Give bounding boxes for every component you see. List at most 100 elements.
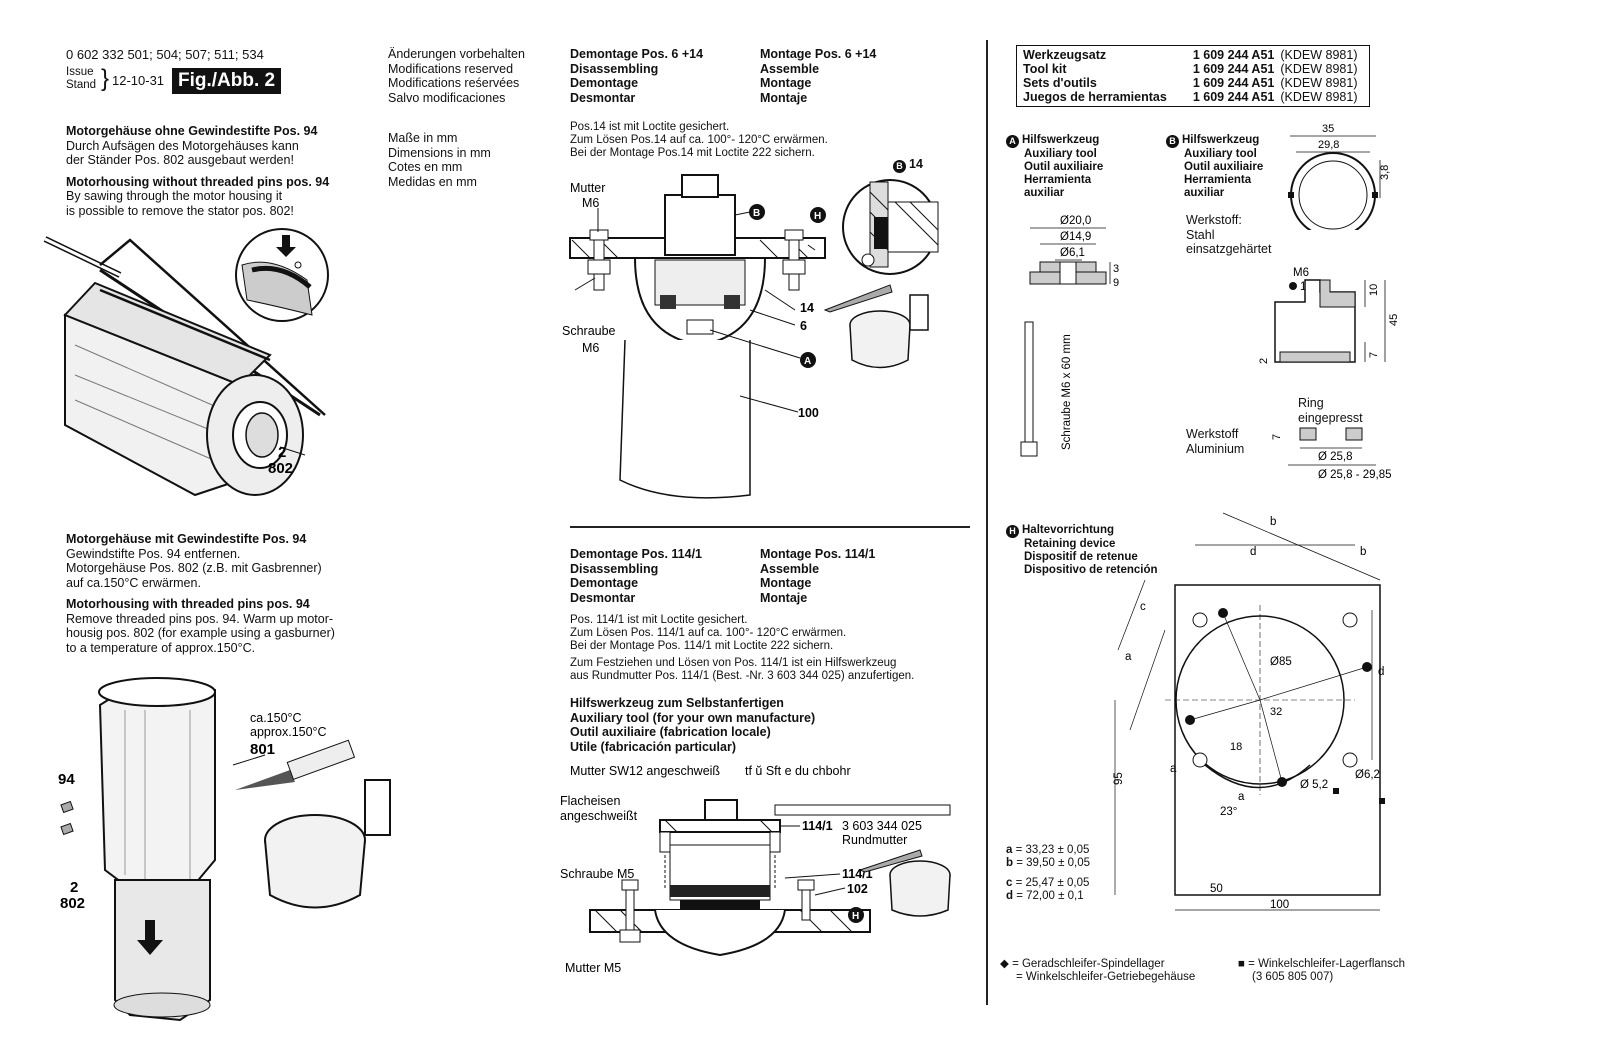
dim-ring-7: 7 — [1271, 434, 1283, 440]
temp-label-en: approx.150°C — [250, 725, 327, 739]
dim-3-8: 3,8 — [1379, 165, 1390, 180]
section-d-montage-head: Montage Pos. 114/1 Assemble Montage Mont… — [760, 547, 876, 605]
saw-motorhousing-illustration: 2 802 — [43, 236, 326, 497]
callout-14: 14 — [800, 301, 814, 315]
issue-brace: } — [101, 65, 110, 92]
dim-35: 35 — [1322, 123, 1334, 135]
label-screw-m6: Schraube M6 x 60 mm — [1061, 334, 1073, 450]
tool-b-aluminium-label: Werkstoff Aluminium — [1186, 427, 1245, 456]
section-a-text: Motorgehäuse ohne Gewindestifte Pos. 94 … — [66, 124, 330, 218]
dim-d14-9: Ø14,9 — [1060, 231, 1091, 243]
page-divider — [986, 40, 988, 1005]
callout-802: 802 — [268, 460, 293, 477]
label-schraube-m5: Schraube M5 — [560, 867, 634, 881]
tool-a-drawing: Ø20,0 Ø14,9 Ø6,1 3 9 Schraube M6 x 60 mm — [1020, 215, 1119, 457]
dim-h9: 9 — [1113, 277, 1119, 289]
tool-b-ring: 7 Ø 25,8 Ø 25,8 - 29,85 — [1271, 427, 1392, 481]
dim-b-2: b — [1360, 546, 1366, 558]
dim-2: 2 — [1258, 358, 1270, 364]
callout-802: 802 — [60, 895, 85, 912]
dim-h3: 3 — [1113, 263, 1119, 275]
badge-b: B — [753, 208, 760, 219]
diamond-icon: ◆ — [1000, 958, 1009, 970]
label-m6-b: M6 — [582, 341, 599, 355]
section-d-demontage-head: Demontage Pos. 114/1 Disassembling Demon… — [570, 547, 703, 605]
dim-m6: M6 — [1293, 267, 1309, 279]
badge-h-lower: H — [852, 911, 859, 922]
callout-6: 6 — [800, 319, 807, 333]
pos-6-14-assembly-drawing: Mutter M6 Schraube M6 B H 14 6 A 100 — [562, 174, 929, 499]
label-stift: tf ŭ Sft e du chbohr — [745, 764, 851, 778]
badge-a: A — [804, 356, 811, 367]
callout-2: 2 — [70, 879, 78, 896]
dim-d6-1: Ø6,1 — [1060, 247, 1085, 259]
square-icon: ■ — [1238, 958, 1245, 970]
tool-h-values: a = 33,23 ± 0,05 b = 39,50 ± 0,05 c = 25… — [1006, 844, 1091, 902]
issue-date: 12-10-31 — [112, 73, 165, 88]
label-m6: M6 — [582, 196, 599, 210]
tool-b-ring-label: Ring eingepresst — [1298, 396, 1363, 425]
part-numbers: 0 602 332 501; 504; 507; 511; 534 — [66, 47, 264, 62]
dim-d20: Ø20,0 — [1060, 215, 1091, 227]
dim-d-2: d — [1378, 666, 1384, 678]
tool-h-legend-square: ■ = Winkelschleifer-Lagerflansch (3 605 … — [1238, 958, 1406, 983]
callout-114-1: 114/1 — [802, 819, 833, 833]
dim-d5-2: Ø 5,2 — [1300, 779, 1328, 791]
tool-b-material: Werkstoff: Stahl einsatzgehärtet — [1186, 213, 1272, 256]
section-c-montage-head: Montage Pos. 6 +14 Assemble Montage Mont… — [760, 47, 877, 105]
dim-32: 32 — [1270, 706, 1282, 718]
dim-10: 10 — [1368, 284, 1380, 296]
label-order-no: 3 603 344 025 — [842, 819, 922, 833]
badge-h: H — [814, 211, 821, 222]
dim-b-1: b — [1270, 516, 1276, 528]
dim-23deg: 23° — [1220, 806, 1237, 818]
label-schraube: Schraube — [562, 324, 616, 338]
dim-95: 95 — [1113, 772, 1125, 785]
dim-d-1: d — [1250, 546, 1256, 558]
label-mutter-sw12: Mutter SW12 angeschweiß — [570, 764, 720, 778]
dim-7: 7 — [1368, 352, 1380, 358]
dim-50: 50 — [1210, 883, 1223, 895]
section-d-aux-head: Hilfswerkzeug zum Selbstanfertigen Auxil… — [570, 696, 816, 754]
tool-b-top-view: 35 29,8 3,8 — [1288, 123, 1390, 230]
label-mutter: Mutter — [570, 181, 605, 195]
callout-801: 801 — [250, 741, 275, 758]
saw-detail-zoom — [235, 228, 329, 322]
section-divider — [570, 526, 970, 528]
section-d-text: Pos. 114/1 ist mit Loctite gesichert. Zu… — [570, 614, 915, 682]
tool-h-legend-diamond: ◆ = Geradschleifer-Spindellager = Winkel… — [1000, 958, 1196, 983]
dim-c: c — [1140, 601, 1146, 613]
dim-a-1: a — [1125, 651, 1132, 663]
label-angeschweisst: angeschweißt — [560, 809, 638, 823]
retaining-device-drawing: b b d d c a a a Ø85 32 18 23° Ø 5,2 Ø6,2… — [1113, 512, 1385, 911]
label-flacheisen: Flacheisen — [560, 794, 620, 808]
dim-a-3: a — [1238, 791, 1245, 803]
label-rundmutter: Rundmutter — [842, 833, 907, 847]
heating-motorhousing-illustration: 94 2 802 ca.150°C approx.150°C 801 — [58, 677, 391, 1022]
dimensions-note: Maße in mm Dimensions in mm Cotes en mm … — [388, 131, 491, 189]
detail-b-14 — [842, 179, 939, 275]
dim-d85: Ø85 — [1270, 656, 1292, 668]
tool-b-section: M6 13 10 45 7 2 — [1258, 267, 1400, 364]
dim-ring-25-8: Ø 25,8 — [1318, 451, 1353, 463]
dim-100: 100 — [1270, 899, 1289, 911]
temp-label-de: ca.150°C — [250, 711, 302, 725]
label-mutter-m5: Mutter M5 — [565, 961, 621, 975]
dim-ring-range: Ø 25,8 - 29,85 — [1318, 469, 1392, 481]
dim-29-8: 29,8 — [1318, 139, 1339, 151]
dim-18: 18 — [1230, 741, 1242, 753]
section-b-text: Motorgehäuse mit Gewindestifte Pos. 94 G… — [66, 532, 335, 655]
callout-94: 94 — [58, 771, 75, 788]
dim-45: 45 — [1388, 314, 1400, 326]
section-c-text: Pos.14 ist mit Loctite gesichert. Zum Lö… — [570, 121, 828, 159]
callout-102: 102 — [847, 882, 868, 896]
callout-100: 100 — [798, 406, 819, 420]
callout-2: 2 — [278, 444, 286, 461]
